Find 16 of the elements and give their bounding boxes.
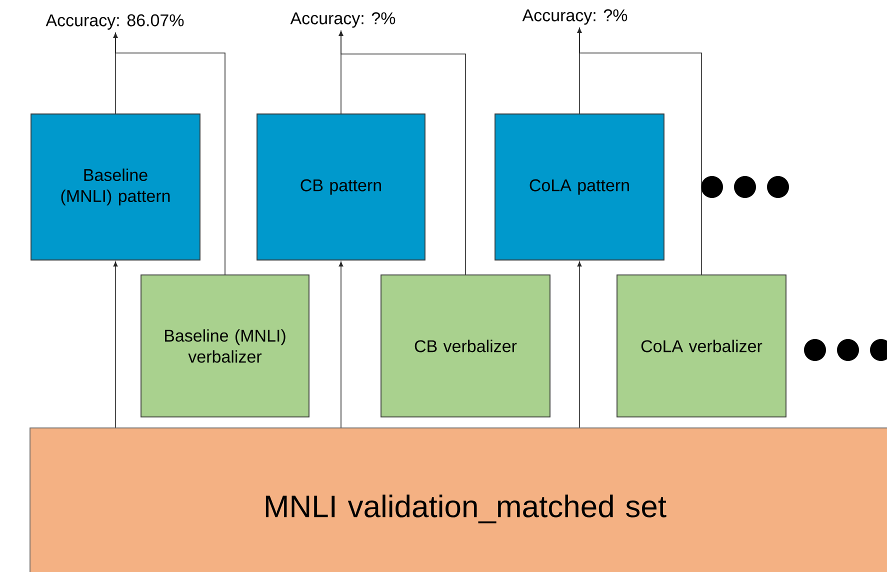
dataset-box: MNLI validation_matched set [30, 428, 887, 572]
verbalizer-box: Baseline (MNLI) verbalizer [140, 274, 310, 418]
arrow [113, 32, 226, 275]
pattern-box: Baseline (MNLI) pattern [30, 114, 200, 260]
accuracy-label: Accuracy: ?% [522, 9, 628, 25]
verbalizer-box: CB verbalizer [380, 274, 550, 418]
verbalizer-box: CoLA verbalizer [616, 274, 786, 418]
pattern-box: CB pattern [256, 114, 426, 260]
arrow [338, 30, 466, 275]
arrow [577, 262, 582, 428]
pattern-box: CoLA pattern [494, 114, 664, 260]
accuracy-label: Accuracy: 86.07% [46, 14, 184, 30]
arrow [113, 262, 118, 428]
arrow [338, 262, 344, 428]
accuracy-label: Accuracy: ?% [290, 12, 396, 28]
arrow [577, 28, 702, 275]
